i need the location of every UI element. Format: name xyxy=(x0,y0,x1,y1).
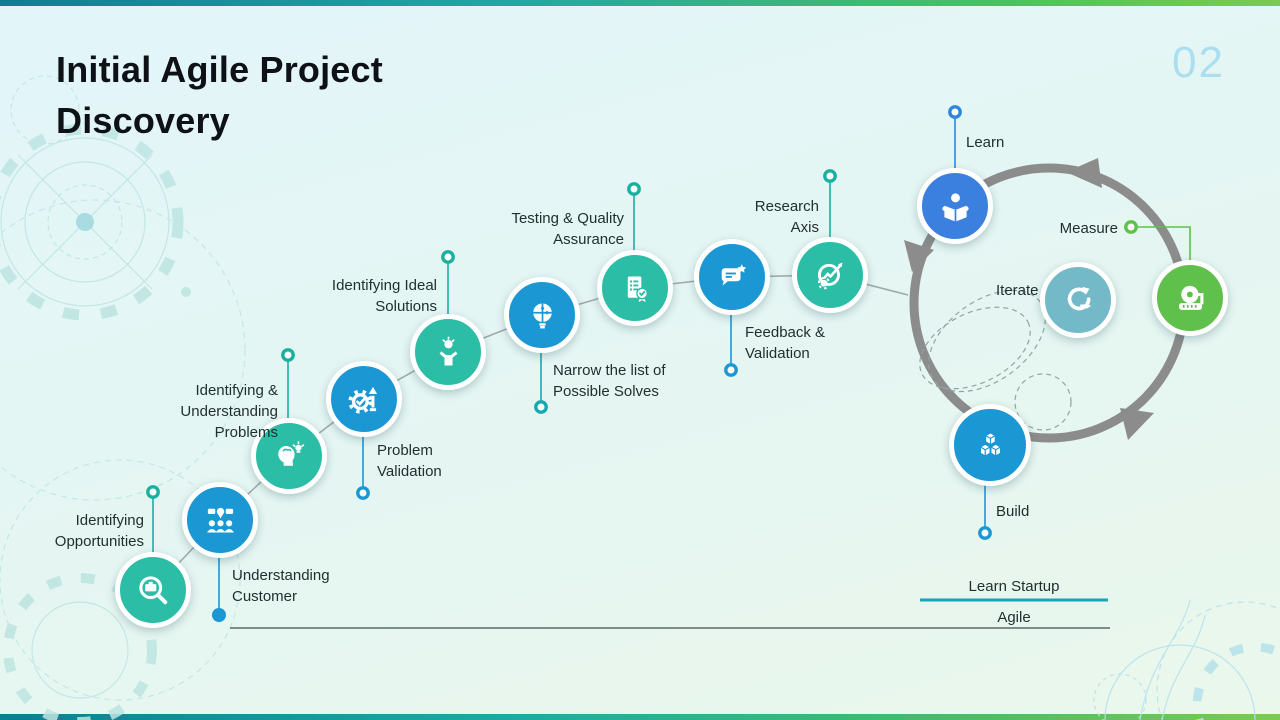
search-briefcase-icon xyxy=(138,575,167,604)
step-label-feedback-validation: Feedback & Validation xyxy=(745,324,826,362)
step-circle-identifying-understanding-problems xyxy=(251,418,327,494)
sprint-iteration-icon xyxy=(1067,286,1091,310)
step-circle-narrow-the-list xyxy=(504,277,580,353)
cycle-label-iterate: Iterate xyxy=(996,282,1039,299)
research-magnifier-icon xyxy=(817,262,843,289)
step-label-identifying-understanding-problems: Identifying & Understanding Problems xyxy=(180,382,278,441)
step-label-narrow-the-list: Narrow the list of Possible Solves xyxy=(553,362,666,400)
step-label-understanding-customer: Understanding Customer xyxy=(232,567,330,605)
step-label-identifying-ideal-solutions: Identifying Ideal Solutions xyxy=(331,277,437,315)
step-circle-problem-validation xyxy=(326,361,402,437)
head-idea-icon xyxy=(277,440,304,466)
ring-arrow-left xyxy=(904,240,934,272)
ring-arrow-bottom xyxy=(1120,408,1154,440)
cubes-icon xyxy=(978,431,1002,457)
cycle-label-build: Build xyxy=(996,503,1030,520)
cycle-circle-iterate xyxy=(1040,262,1116,338)
cycle-circle-learn xyxy=(917,168,993,244)
cycle-circle-measure xyxy=(1152,260,1228,336)
solid-dot xyxy=(212,608,226,622)
step-label-research-axis: Research Axis xyxy=(754,198,819,236)
page-title: Initial Agile Project Discovery xyxy=(56,49,383,142)
step-circle-understanding-customer xyxy=(182,482,258,558)
step-circle-testing-quality-assurance xyxy=(597,250,673,326)
staircase-connector-line xyxy=(152,274,909,591)
step-circle-identifying-ideal-solutions xyxy=(410,314,486,390)
step-circle-research-axis xyxy=(792,237,868,313)
step-label-problem-validation: Problem Validation xyxy=(377,442,442,480)
learn-startup-label: Learn Startup xyxy=(968,578,1060,595)
step-label-testing-quality-assurance: Testing & Quality Assurance xyxy=(511,210,624,248)
agile-label: Agile xyxy=(997,609,1031,626)
cycle-circle-build xyxy=(949,404,1031,486)
puzzle-bulb-icon xyxy=(532,302,552,328)
step-circle-identifying-opportunities xyxy=(115,552,191,628)
tape-measure-icon xyxy=(1178,285,1203,310)
cycle-label-measure: Measure xyxy=(1059,220,1118,237)
top-accent-strip xyxy=(0,0,1280,6)
reading-icon xyxy=(941,192,969,222)
step-label-identifying-opportunities: Identifying Opportunities xyxy=(54,512,144,550)
chat-star-icon xyxy=(721,263,746,286)
page-number: 02 xyxy=(1172,38,1225,87)
checklist-award-icon xyxy=(627,275,648,302)
step-circle-feedback-validation xyxy=(694,239,770,315)
gear-validation-icon xyxy=(347,386,377,414)
ring-arrow-top xyxy=(1066,158,1102,188)
team-discussion-icon xyxy=(206,507,234,533)
cycle-label-learn: Learn xyxy=(966,134,1005,151)
bottom-accent-strip xyxy=(0,714,1280,720)
person-idea-icon xyxy=(439,336,457,365)
